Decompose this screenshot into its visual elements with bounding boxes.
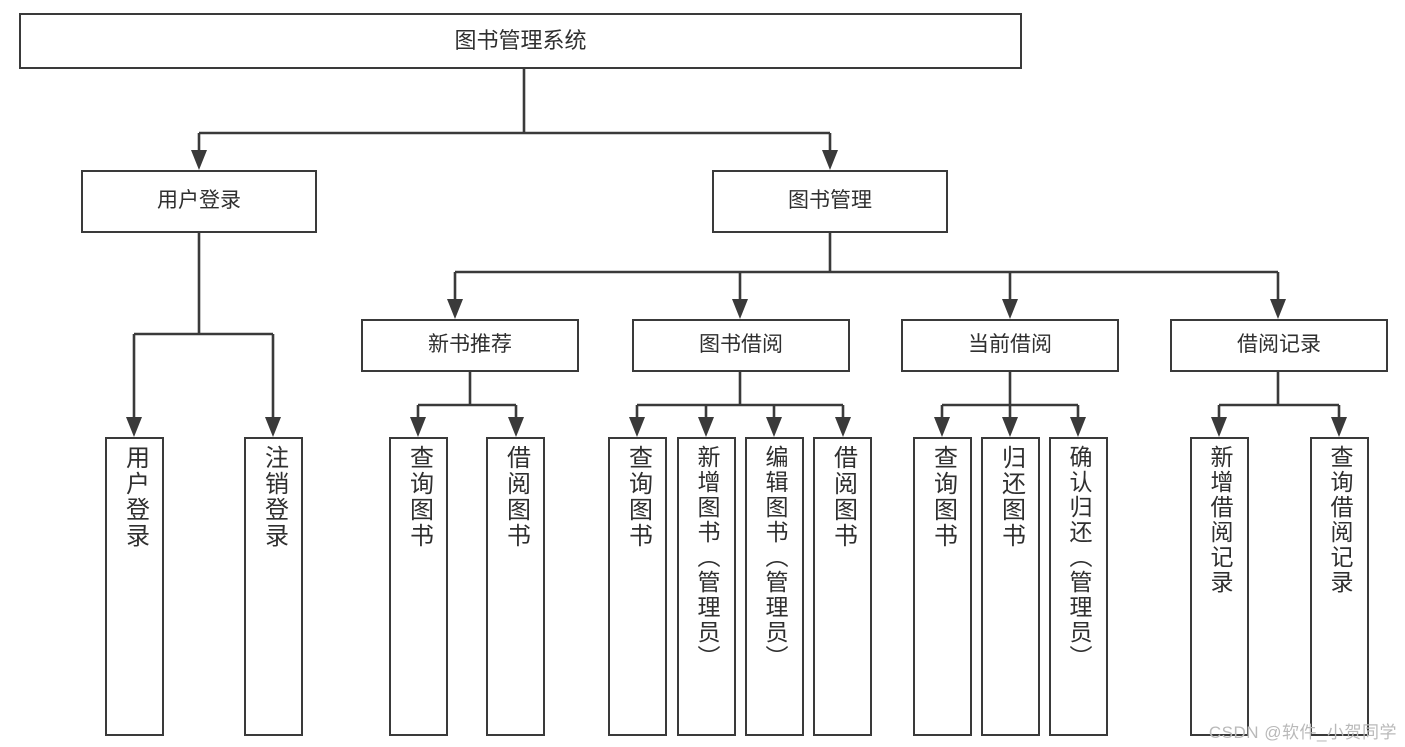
- node-label-leaf-borrow-lend: 借阅图书: [829, 445, 857, 549]
- node-label-leaf-borrow-edit: 编辑图书（管理员）: [762, 445, 788, 670]
- node-label-borrow: 图书借阅: [699, 333, 783, 357]
- bookmgmt-to-level2-arrowhead-1: [732, 299, 748, 319]
- node-bookmgmt[interactable]: 图书管理: [712, 170, 948, 233]
- node-borrow[interactable]: 图书借阅: [632, 319, 850, 372]
- node-label-leaf-borrow-add: 新增图书（管理员）: [694, 445, 720, 670]
- node-leaf-rec-add[interactable]: 新增借阅记录: [1190, 437, 1249, 736]
- node-label-root: 图书管理系统: [454, 28, 587, 54]
- node-leaf-borrow-lend[interactable]: 借阅图书: [813, 437, 872, 736]
- node-label-record: 借阅记录: [1237, 333, 1321, 357]
- node-label-leaf-rec-add: 新增借阅记录: [1207, 445, 1233, 595]
- bookmgmt-to-level2-arrowhead-0: [447, 299, 463, 319]
- borrow-to-leaves-arrowhead-0: [629, 417, 645, 437]
- node-record[interactable]: 借阅记录: [1170, 319, 1388, 372]
- node-label-leaf-borrow-query: 查询图书: [624, 445, 652, 549]
- node-leaf-cur-confirm[interactable]: 确认归还（管理员）: [1049, 437, 1108, 736]
- node-leaf-borrow-add[interactable]: 新增图书（管理员）: [677, 437, 736, 736]
- node-leaf-cur-query[interactable]: 查询图书: [913, 437, 972, 736]
- current-to-leaves-arrowhead-1: [1002, 417, 1018, 437]
- node-leaf-borrow-query[interactable]: 查询图书: [608, 437, 667, 736]
- bookmgmt-to-level2-arrowhead-2: [1002, 299, 1018, 319]
- node-label-leaf-new-borrow: 借阅图书: [502, 445, 530, 549]
- node-root[interactable]: 图书管理系统: [19, 13, 1022, 69]
- node-label-leaf-user-login: 用户登录: [121, 445, 149, 549]
- node-leaf-new-query[interactable]: 查询图书: [389, 437, 448, 736]
- node-leaf-user-login[interactable]: 用户登录: [105, 437, 164, 736]
- connector-group: [126, 69, 1347, 437]
- login-to-leaves-arrowhead-1: [265, 417, 281, 437]
- root-to-level1-arrowhead-1: [822, 150, 838, 170]
- node-label-leaf-cur-return: 归还图书: [997, 445, 1025, 549]
- node-leaf-cur-return[interactable]: 归还图书: [981, 437, 1040, 736]
- current-to-leaves-arrowhead-2: [1070, 417, 1086, 437]
- node-label-leaf-rec-query: 查询借阅记录: [1327, 445, 1353, 595]
- borrow-to-leaves-arrowhead-1: [698, 417, 714, 437]
- node-label-leaf-new-query: 查询图书: [405, 445, 433, 549]
- node-label-login: 用户登录: [157, 189, 241, 213]
- bookmgmt-to-level2-arrowhead-3: [1270, 299, 1286, 319]
- node-label-leaf-user-logout: 注销登录: [260, 445, 288, 549]
- node-label-current: 当前借阅: [968, 333, 1052, 357]
- newbook-to-leaves-arrowhead-1: [508, 417, 524, 437]
- borrow-to-leaves-arrowhead-2: [766, 417, 782, 437]
- current-to-leaves-arrowhead-0: [934, 417, 950, 437]
- node-current[interactable]: 当前借阅: [901, 319, 1119, 372]
- newbook-to-leaves-arrowhead-0: [410, 417, 426, 437]
- node-login[interactable]: 用户登录: [81, 170, 317, 233]
- node-label-bookmgmt: 图书管理: [788, 189, 872, 213]
- node-leaf-user-logout[interactable]: 注销登录: [244, 437, 303, 736]
- record-to-leaves-arrowhead-1: [1331, 417, 1347, 437]
- node-newbook[interactable]: 新书推荐: [361, 319, 579, 372]
- borrow-to-leaves-arrowhead-3: [835, 417, 851, 437]
- node-leaf-rec-query[interactable]: 查询借阅记录: [1310, 437, 1369, 736]
- node-label-newbook: 新书推荐: [428, 333, 512, 357]
- node-leaf-borrow-edit[interactable]: 编辑图书（管理员）: [745, 437, 804, 736]
- root-to-level1-arrowhead-0: [191, 150, 207, 170]
- login-to-leaves-arrowhead-0: [126, 417, 142, 437]
- node-label-leaf-cur-confirm: 确认归还（管理员）: [1066, 445, 1092, 670]
- node-label-leaf-cur-query: 查询图书: [929, 445, 957, 549]
- node-leaf-new-borrow[interactable]: 借阅图书: [486, 437, 545, 736]
- record-to-leaves-arrowhead-0: [1211, 417, 1227, 437]
